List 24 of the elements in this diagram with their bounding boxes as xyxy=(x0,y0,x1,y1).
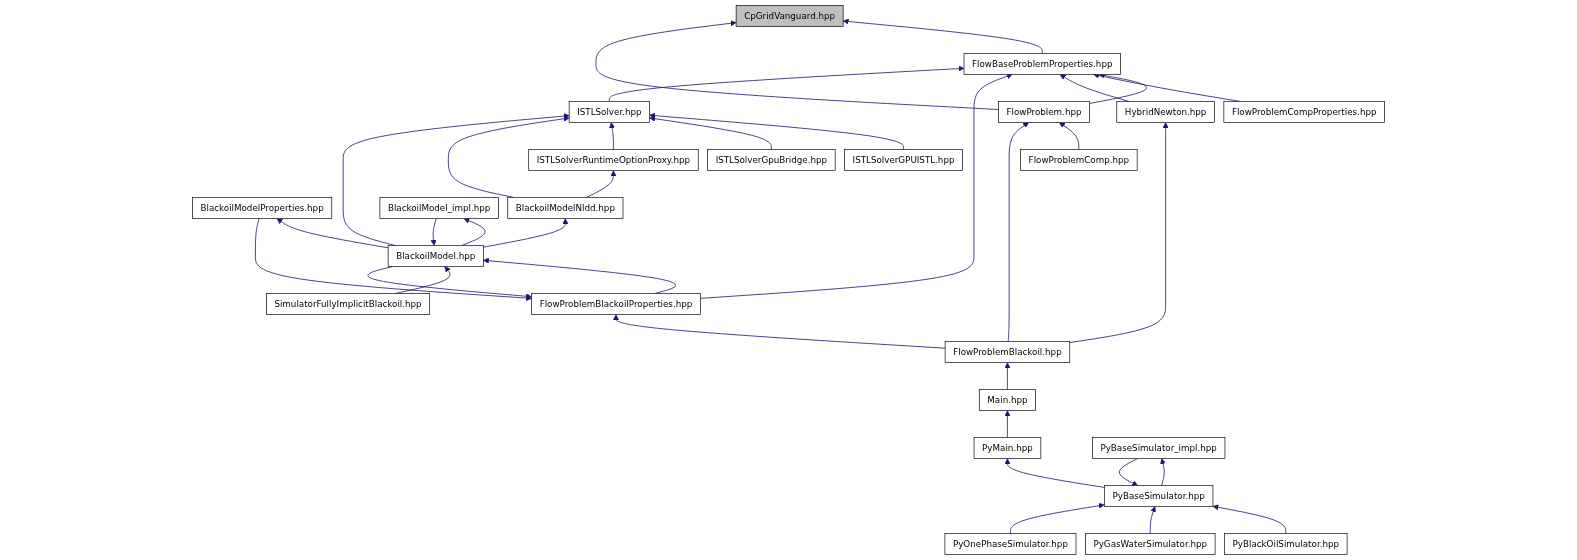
node-box: BlackoilModelProperties.hpp xyxy=(192,197,333,219)
node-box: Main.hpp xyxy=(978,389,1036,411)
node-box: ISTLSolverRuntimeOptionProxy.hpp xyxy=(528,149,699,171)
node-box: PyMain.hpp xyxy=(973,437,1042,459)
node-box: FlowProblemBlackoilProperties.hpp xyxy=(531,293,701,315)
node-box: HybridNewton.hpp xyxy=(1116,101,1215,123)
node-box: FlowProblemComp.hpp xyxy=(1020,149,1138,171)
node-box: FlowProblemCompProperties.hpp xyxy=(1223,101,1385,123)
node-box: SimulatorFullyImplicitBlackoil.hpp xyxy=(266,293,431,315)
node-box: FlowProblem.hpp xyxy=(998,101,1090,123)
node-box: PyBaseSimulator.hpp xyxy=(1104,485,1214,507)
node-box: FlowBaseProblemProperties.hpp xyxy=(963,53,1121,75)
node-box: ISTLSolverGPUISTL.hpp xyxy=(844,149,963,171)
node-box: ISTLSolverGpuBridge.hpp xyxy=(707,149,836,171)
node-box: FlowProblemBlackoil.hpp xyxy=(944,341,1071,363)
node-box: PyGasWaterSimulator.hpp xyxy=(1085,533,1216,555)
node-box: BlackoilModel.hpp xyxy=(387,245,484,267)
node-box: CpGridVanguard.hpp xyxy=(735,5,844,27)
node-box: PyOnePhaseSimulator.hpp xyxy=(944,533,1077,555)
node-box: PyBlackOilSimulator.hpp xyxy=(1224,533,1348,555)
node-box: ISTLSolver.hpp xyxy=(568,101,650,123)
node-box: PyBaseSimulator_impl.hpp xyxy=(1092,437,1226,459)
node-box: BlackoilModelNldd.hpp xyxy=(507,197,624,219)
node-box: BlackoilModel_impl.hpp xyxy=(379,197,499,219)
